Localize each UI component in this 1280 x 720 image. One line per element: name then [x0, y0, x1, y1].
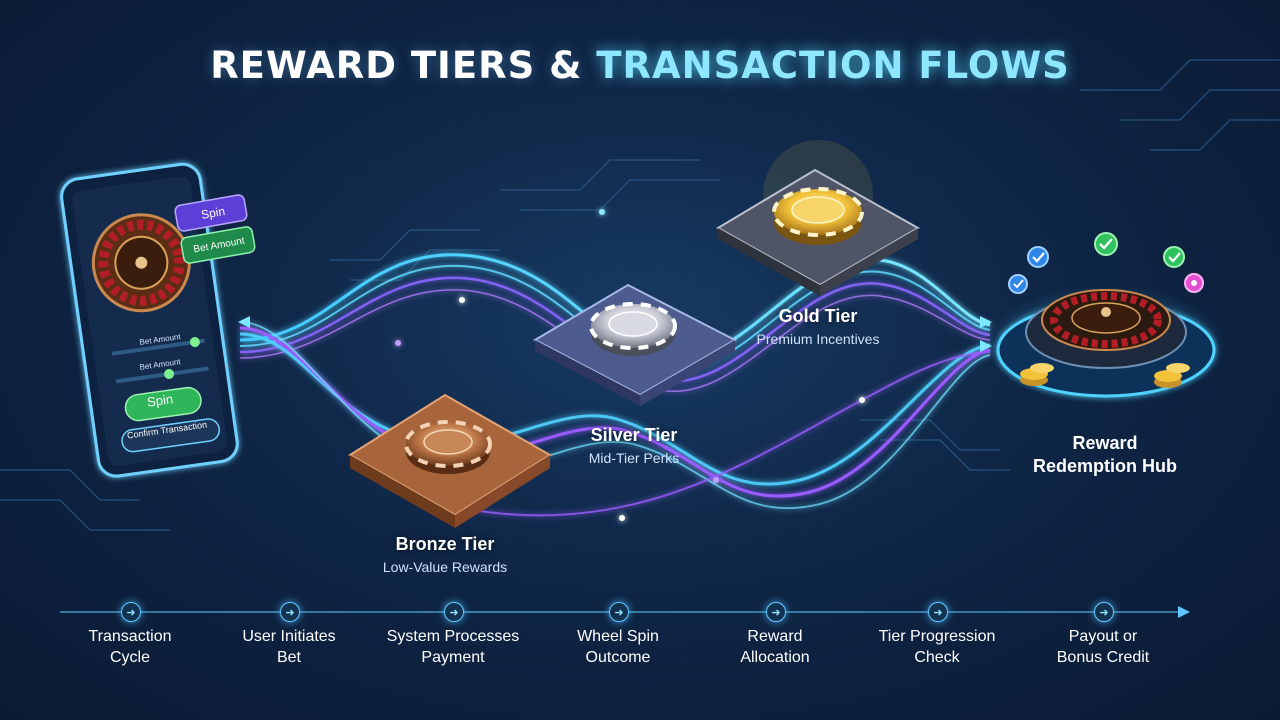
gold-tier-label: Gold Tier Premium Incentives — [708, 306, 928, 347]
arrow-right-icon: ➜ — [766, 602, 786, 622]
transaction-steps: ➜ Transaction Cycle ➜ User Initiates Bet… — [0, 600, 1280, 700]
gold-tier-desc: Premium Incentives — [756, 331, 880, 347]
step-line1: Tier Progression — [878, 628, 996, 645]
silver-tier-name: Silver Tier — [590, 425, 678, 445]
step-line1: System Processes — [386, 628, 520, 645]
silver-tier-label: Silver Tier Mid-Tier Perks — [524, 425, 744, 466]
silver-tier-platform — [532, 283, 738, 406]
step-item: System Processes Payment — [368, 626, 538, 668]
step-line2: Allocation — [740, 649, 810, 666]
step-item: User Initiates Bet — [204, 626, 374, 668]
step-item: Wheel Spin Outcome — [533, 626, 703, 668]
gold-tier-platform — [716, 140, 921, 296]
step-line2: Cycle — [109, 649, 150, 666]
step-line1: Reward — [747, 628, 803, 645]
arrow-right-icon: ➜ — [609, 602, 629, 622]
phone-floating-tags — [174, 194, 256, 264]
step-line2: Check — [914, 649, 960, 666]
step-item: Payout or Bonus Credit — [1018, 626, 1188, 668]
circuit-lines-decoration — [0, 59, 1280, 531]
coin-stack-icon — [1020, 363, 1190, 388]
silver-tier-desc: Mid-Tier Perks — [588, 450, 680, 466]
step-item: Tier Progression Check — [852, 626, 1022, 668]
arrow-right-icon: ➜ — [280, 602, 300, 622]
step-line1: Wheel Spin — [577, 628, 659, 645]
step-line1: Payout or — [1068, 628, 1138, 645]
step-line1: Transaction — [88, 628, 172, 645]
hub-label-line2: Redemption Hub — [1033, 456, 1177, 476]
arrow-right-icon: ➜ — [121, 602, 141, 622]
bronze-tier-label: Bronze Tier Low-Value Rewards — [335, 534, 555, 575]
checkmark-icon — [1008, 232, 1204, 294]
arrow-right-icon: ➜ — [444, 602, 464, 622]
hub-roulette-wheel-icon — [1041, 289, 1171, 351]
bronze-tier-platform — [348, 393, 552, 528]
hub-label-line1: Reward — [1072, 433, 1138, 453]
bronze-tier-desc: Low-Value Rewards — [382, 559, 508, 575]
flow-end-arrows — [238, 316, 992, 352]
page-title: REWARD TIERS & TRANSACTION FLOWS — [0, 44, 1280, 87]
step-item: Reward Allocation — [690, 626, 860, 668]
bronze-tier-name: Bronze Tier — [395, 534, 495, 554]
silver-poker-chip-icon — [589, 302, 677, 356]
bronze-poker-chip-icon — [404, 420, 492, 474]
gold-tier-name: Gold Tier — [778, 306, 858, 326]
step-line1: User Initiates — [242, 628, 336, 645]
reward-hub-illustration — [986, 232, 1226, 405]
step-item: Transaction Cycle — [45, 626, 215, 668]
step-line2: Outcome — [585, 649, 651, 666]
arrow-right-icon: ➜ — [928, 602, 948, 622]
gold-poker-chip-icon — [772, 187, 864, 245]
arrow-right-icon: ➜ — [1094, 602, 1114, 622]
title-part2: TRANSACTION FLOWS — [596, 44, 1070, 87]
step-line2: Bonus Credit — [1056, 649, 1150, 666]
step-line2: Payment — [421, 649, 485, 666]
title-part1: REWARD TIERS & — [210, 44, 583, 87]
step-line2: Bet — [276, 649, 301, 666]
hub-label: Reward Redemption Hub — [1000, 432, 1210, 478]
